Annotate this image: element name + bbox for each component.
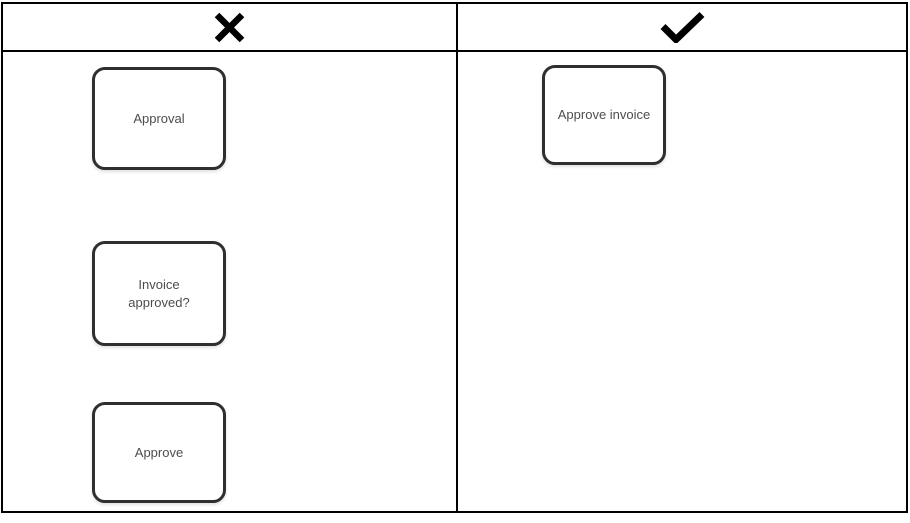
task-box: Invoice approved?: [92, 241, 226, 346]
comparison-table: Approval Invoice approved? Approve Appro…: [1, 2, 908, 513]
header-cell-correct: [456, 4, 906, 50]
task-box: Approval: [92, 67, 226, 170]
good-examples-cell: Approve invoice: [456, 52, 906, 511]
task-label: Approve: [134, 444, 184, 460]
task-box: Approve invoice: [542, 65, 666, 165]
header-cell-incorrect: [3, 4, 456, 50]
table-body-row: Approval Invoice approved? Approve Appro…: [3, 52, 906, 511]
task-label: Approve invoice: [557, 107, 651, 123]
bad-examples-cell: Approval Invoice approved? Approve: [3, 52, 456, 511]
task-label: Approval: [133, 110, 185, 126]
table-header-row: [3, 4, 906, 52]
check-mark-icon: [659, 11, 706, 43]
task-box: Approve: [92, 402, 226, 503]
task-label: Invoice approved?: [128, 276, 190, 310]
x-mark-icon: [212, 10, 247, 45]
